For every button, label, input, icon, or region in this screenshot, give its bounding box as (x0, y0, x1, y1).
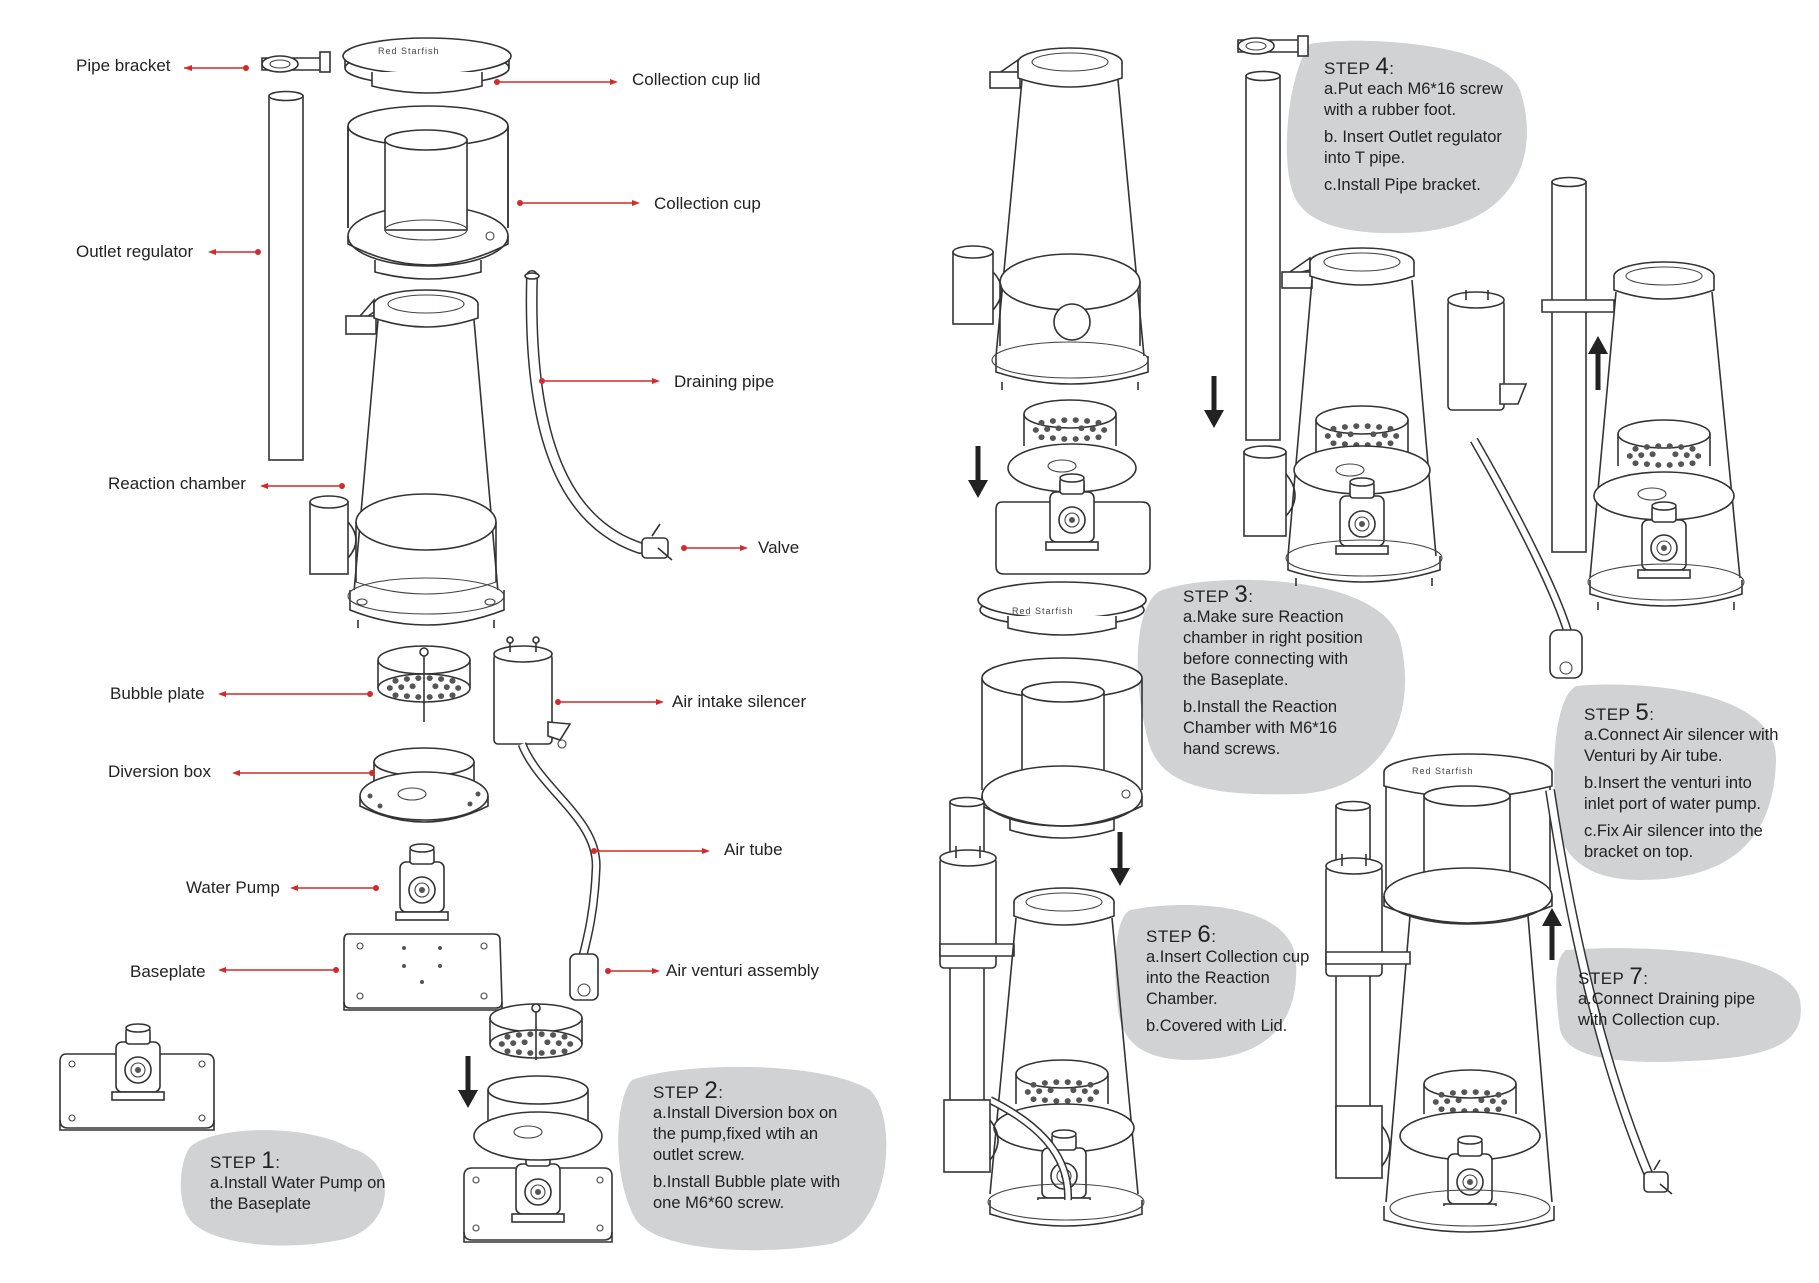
step-2-line-b: b.Install Bubble plate with one M6*60 sc… (653, 1173, 841, 1212)
step-5-line-b: b.Insert the venturi into inlet port of … (1584, 774, 1762, 813)
step5-assembly-drawing (1447, 176, 1745, 679)
air-venturi-assembly-drawing (569, 953, 599, 1001)
label-diversion-box: Diversion box (108, 762, 211, 781)
step-2-title: STEP 2: (653, 1077, 724, 1104)
diversion-box-drawing (359, 747, 489, 823)
label-water-pump: Water Pump (186, 878, 280, 897)
step-5-line-c: c.Fix Air silencer into the bracket on t… (1584, 822, 1763, 861)
step-4-line-b: b. Insert Outlet regulator into T pipe. (1324, 128, 1502, 167)
bubble-plate-drawing (377, 645, 471, 722)
step-1-text: STEP 1: a.Install Water Pump on the Base… (210, 1147, 390, 1221)
label-bubble-plate: Bubble plate (110, 684, 205, 703)
step3-assembly-drawing (952, 47, 1151, 575)
step2-assembly-drawing (458, 1003, 613, 1243)
step1-assembly-drawing (59, 1023, 215, 1131)
brand-text-lid-step3: Red Starfish (1012, 606, 1074, 616)
step-2-text: STEP 2: a.Install Diversion box on the p… (653, 1077, 853, 1220)
water-pump-drawing (395, 843, 449, 921)
label-air-tube: Air tube (724, 840, 783, 859)
step-3-line-b: b.Install the Reaction Chamber with M6*1… (1183, 698, 1338, 758)
baseplate-drawing (343, 933, 503, 1011)
collection-cup-drawing (347, 105, 509, 280)
step-4-line-c: c.Install Pipe bracket. (1324, 176, 1481, 194)
step-4-line-a: a.Put each M6*16 screw with a rubber foo… (1324, 80, 1503, 119)
step4-assembly-drawing (1204, 35, 1443, 586)
valve-drawing (641, 523, 673, 561)
label-collection-cup-lid: Collection cup lid (632, 70, 761, 89)
outlet-regulator-drawing (268, 90, 304, 461)
step-5-line-a: a.Connect Air silencer with Venturi by A… (1584, 726, 1779, 765)
step-6-text: STEP 6: a.Insert Collection cup into the… (1146, 921, 1314, 1043)
collection-cup-lid-drawing (342, 37, 512, 94)
step-1-title: STEP 1: (210, 1147, 281, 1174)
step-bubbles (180, 40, 1801, 1251)
air-tube-drawing (517, 742, 601, 969)
step-7-line-a: a.Connect Draining pipe with Collection … (1578, 990, 1756, 1029)
label-outlet-regulator: Outlet regulator (76, 242, 194, 261)
step-7-title: STEP 7: (1578, 963, 1649, 990)
label-draining-pipe: Draining pipe (674, 372, 775, 391)
step-4-title: STEP 4: (1324, 53, 1395, 80)
label-pipe-bracket: Pipe bracket (76, 56, 171, 75)
label-valve: Valve (758, 538, 800, 557)
step-1-line-a: a.Install Water Pump on the Baseplate (210, 1174, 386, 1213)
leader-lines (184, 65, 748, 974)
label-baseplate: Baseplate (130, 962, 206, 981)
step6-assembly-drawing (939, 581, 1147, 1227)
step-6-line-b: b.Covered with Lid. (1146, 1017, 1288, 1035)
pipe-bracket-drawing (261, 51, 331, 73)
label-collection-cup: Collection cup (654, 194, 761, 213)
step-5-text: STEP 5: a.Connect Air silencer with Vent… (1584, 699, 1780, 869)
reaction-chamber-drawing (309, 289, 505, 628)
step-7-text: STEP 7: a.Connect Draining pipe with Col… (1578, 963, 1788, 1037)
draining-pipe-drawing (524, 270, 646, 554)
step-4-text: STEP 4: a.Put each M6*16 screw with a ru… (1324, 53, 1524, 202)
brand-text-lid: Red Starfish (378, 46, 440, 56)
step-3-title: STEP 3: (1183, 581, 1254, 608)
brand-text-lid-step7: Red Starfish (1412, 766, 1474, 776)
air-intake-silencer-drawing (493, 636, 572, 749)
step-3-line-a: a.Make sure Reaction chamber in right po… (1183, 608, 1363, 689)
step-5-title: STEP 5: (1584, 699, 1655, 726)
label-air-intake-silencer: Air intake silencer (672, 692, 807, 711)
step-6-line-a: a.Insert Collection cup into the Reactio… (1146, 948, 1310, 1008)
step-3-text: STEP 3: a.Make sure Reaction chamber in … (1183, 581, 1373, 766)
label-air-venturi-assembly: Air venturi assembly (666, 961, 820, 980)
step-6-title: STEP 6: (1146, 921, 1217, 948)
label-reaction-chamber: Reaction chamber (108, 474, 246, 493)
step7-assembly-drawing (1325, 753, 1673, 1233)
step-2-line-a: a.Install Diversion box on the pump,fixe… (653, 1104, 838, 1164)
